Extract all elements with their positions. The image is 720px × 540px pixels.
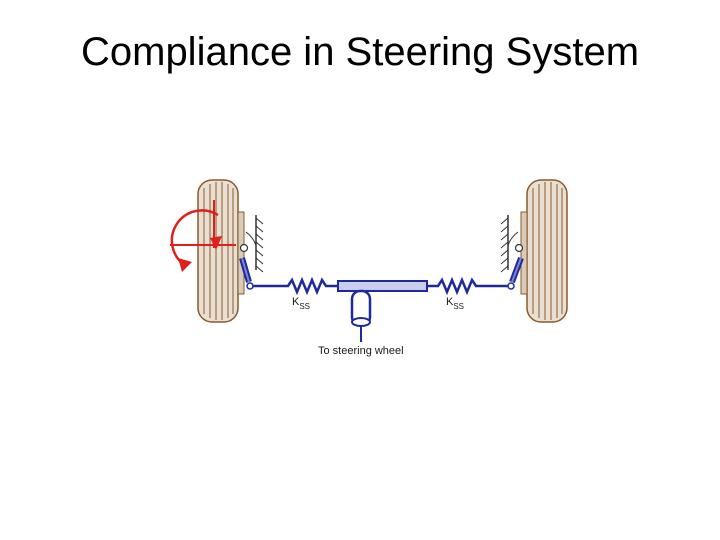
steering-rack [337, 280, 428, 292]
left-steering-arm [239, 257, 254, 290]
left-tie-rod-spring [253, 276, 338, 296]
left-kingpin [239, 243, 249, 253]
steering-column [350, 289, 372, 342]
right-steering-arm [507, 256, 524, 290]
slide-title: Compliance in Steering System [80, 30, 640, 74]
right-tire [520, 179, 568, 323]
rotation-arrow-icon [170, 200, 236, 272]
steering-wheel-label: To steering wheel [318, 345, 404, 357]
right-spring-label: KSS [446, 296, 464, 311]
left-tire [197, 179, 245, 323]
right-ground-hatch [500, 215, 519, 273]
right-tie-rod-spring [427, 276, 508, 296]
right-kingpin [514, 243, 524, 253]
left-ground-hatch [245, 215, 264, 273]
left-spring-label: KSS [292, 296, 310, 311]
